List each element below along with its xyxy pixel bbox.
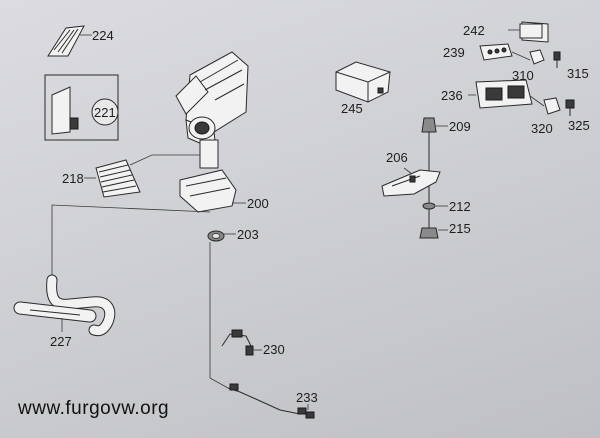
label-233: 233 (296, 390, 318, 405)
part-224-vent-plate (47, 25, 92, 57)
label-212: 212 (449, 199, 471, 214)
part-325-screw (565, 99, 575, 116)
routing-lines (51, 204, 229, 389)
label-315: 315 (567, 66, 589, 81)
label-236: 236 (441, 88, 463, 103)
label-230: 230 (263, 342, 285, 357)
label-245: 245 (341, 101, 363, 116)
label-221: 221 (94, 105, 116, 120)
label-224: 224 (92, 28, 114, 43)
part-236-display-panel (468, 79, 545, 109)
part-200-mounting-bracket (179, 169, 246, 213)
label-200: 200 (247, 196, 269, 211)
part-245-control-box (335, 61, 391, 103)
part-203-clamp-ring (207, 230, 236, 242)
part-315-screw (553, 51, 561, 68)
label-209: 209 (449, 119, 471, 134)
label-310: 310 (512, 68, 534, 83)
label-206: 206 (386, 150, 408, 165)
part-215-nut (419, 227, 448, 239)
label-320: 320 (531, 121, 553, 136)
part-212-washer (422, 202, 448, 210)
label-242: 242 (463, 23, 485, 38)
part-230-wiring-plug (221, 329, 262, 356)
label-203: 203 (237, 227, 259, 242)
part-221-bracket-kit (44, 74, 119, 141)
label-239: 239 (443, 45, 465, 60)
watermark-text: www.furgovw.org (18, 398, 170, 419)
part-233-harness (227, 383, 315, 419)
part-242-timer-housing (508, 21, 549, 43)
part-227-exhaust-pipe (13, 274, 116, 337)
label-215: 215 (449, 221, 471, 236)
part-310-knob (529, 49, 545, 65)
heater-unit (175, 51, 249, 169)
part-218-louvre-grille (84, 154, 202, 198)
label-218: 218 (62, 171, 84, 186)
label-227: 227 (50, 334, 72, 349)
part-206-mounting-foot (381, 167, 441, 197)
part-320-knob (543, 97, 561, 115)
part-239-switch-panel (479, 43, 531, 61)
label-325: 325 (568, 118, 590, 133)
